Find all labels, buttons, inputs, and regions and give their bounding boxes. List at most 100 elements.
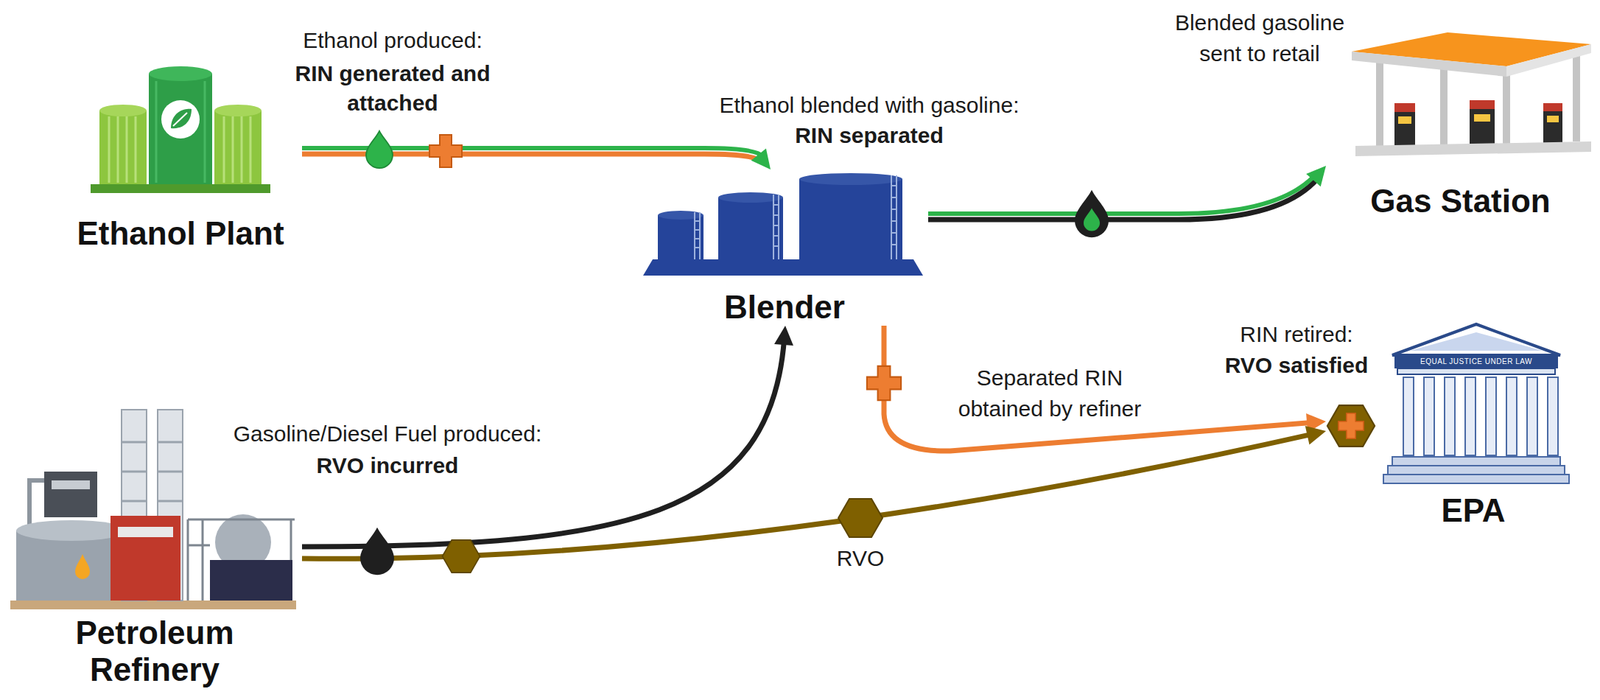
plant-base: [90, 184, 271, 194]
node-label: Gas Station: [1325, 182, 1595, 220]
pump-display: [1474, 114, 1491, 122]
tank-stripes: [223, 116, 251, 183]
pump-top: [1543, 103, 1563, 112]
house-window: [51, 480, 90, 490]
column: [1485, 377, 1497, 456]
tank-stripes: [109, 116, 136, 183]
pediment: [1392, 324, 1561, 356]
tank-top: [99, 104, 147, 117]
pump-display: [1546, 115, 1559, 123]
arrow-head: [1306, 165, 1326, 187]
ladders: [694, 175, 897, 260]
pillar: [1572, 53, 1581, 142]
fuel-pump: [1469, 100, 1495, 146]
canopy-fascia: [1506, 44, 1592, 77]
tank: [799, 179, 903, 261]
icon-area: [58, 62, 303, 216]
pump-top: [1394, 103, 1416, 112]
pillar: [1502, 75, 1511, 145]
edge-label: RVO: [801, 543, 920, 574]
column: [1403, 377, 1414, 456]
annotation: RVO satisfied: [1197, 350, 1396, 381]
column: [1465, 377, 1476, 456]
arrow-head: [1305, 425, 1326, 445]
ethanol-drop: [366, 131, 393, 168]
annotation: RIN retired:: [1197, 319, 1396, 350]
frieze: [1394, 355, 1559, 369]
column: [1444, 377, 1455, 456]
fuel-drop: [360, 527, 395, 575]
rin-cross: [429, 134, 462, 168]
leaf-badge: [161, 100, 200, 139]
refinery-node: Petroleum Refinery: [7, 403, 303, 689]
icon-area: [640, 169, 929, 289]
flow-connector: [928, 165, 1326, 220]
navy-building: [209, 559, 293, 601]
gas-station-node: Gas Station: [1325, 22, 1595, 220]
rvo-hexagon: [1327, 405, 1375, 447]
tank-stripes: [156, 81, 205, 183]
step: [1392, 456, 1561, 466]
step: [1383, 474, 1570, 484]
tower-bands: [121, 441, 183, 501]
edge-label: Ethanol produced:: [267, 25, 518, 56]
ethanol-drop: [1083, 208, 1100, 232]
canopy-fascia: [1351, 51, 1507, 77]
building-window: [117, 526, 174, 538]
arrow-head: [774, 325, 794, 346]
annotation: RIN separated: [685, 120, 1054, 151]
scaffold: [187, 519, 295, 601]
gas-station-icon: [1351, 32, 1592, 157]
flame-mark: [75, 553, 90, 580]
tank: [148, 73, 213, 185]
pump-top: [1469, 100, 1495, 110]
flow-connector: [302, 425, 1326, 559]
storage-tank: [16, 530, 127, 601]
epa-node: EPA: [1325, 316, 1588, 529]
edge-label: Blended gasoline sent to retail: [1163, 7, 1356, 70]
pediment-inner: [1409, 332, 1543, 351]
rvo-hexagon: [838, 498, 883, 538]
column: [1527, 377, 1538, 456]
tank: [214, 110, 262, 185]
column: [1423, 377, 1435, 456]
rvo-hexagon: [442, 539, 481, 573]
station-base: [1355, 141, 1592, 157]
column: [1506, 377, 1517, 456]
pump-display: [1398, 116, 1412, 124]
ethanol-plant-node: Ethanol Plant: [58, 62, 303, 252]
architrave: [1397, 368, 1556, 375]
tank-top: [16, 520, 127, 541]
annotation: RVO incurred: [203, 450, 572, 481]
icon-area: [1325, 22, 1595, 183]
icon-area: [1325, 316, 1588, 493]
column: [1547, 377, 1559, 456]
node-label: Blender: [640, 288, 929, 326]
blender-node: Blender: [640, 169, 929, 326]
tank-top: [657, 210, 704, 220]
tank-top: [148, 66, 213, 82]
fuel-pump: [1543, 103, 1563, 143]
frieze-inscription: EQUAL JUSTICE UNDER LAW: [1395, 356, 1557, 367]
red-building: [110, 515, 181, 601]
annotation: Gasoline/Diesel Fuel produced:: [203, 419, 572, 449]
ground: [10, 600, 297, 610]
control-house: [44, 471, 98, 518]
tank: [99, 110, 147, 185]
tank-top: [214, 104, 262, 117]
rin-cross: [1338, 413, 1364, 439]
epa-building-icon: [1327, 324, 1570, 484]
rin-cross: [867, 366, 901, 400]
node-label: Petroleum Refinery: [44, 614, 266, 689]
node-label: EPA: [1325, 492, 1588, 529]
arrow-head: [751, 148, 771, 170]
blender-base: [643, 259, 924, 276]
tank-top: [799, 173, 903, 185]
annotation: Ethanol blended with gasoline:: [685, 90, 1054, 121]
node-label: Ethanol Plant: [58, 215, 303, 252]
edge-label: Separated RIN obtained by refiner: [935, 362, 1164, 425]
pillar: [1376, 61, 1384, 146]
annotation: RIN generated and attached: [267, 58, 518, 118]
fuel-pump: [1394, 103, 1416, 146]
